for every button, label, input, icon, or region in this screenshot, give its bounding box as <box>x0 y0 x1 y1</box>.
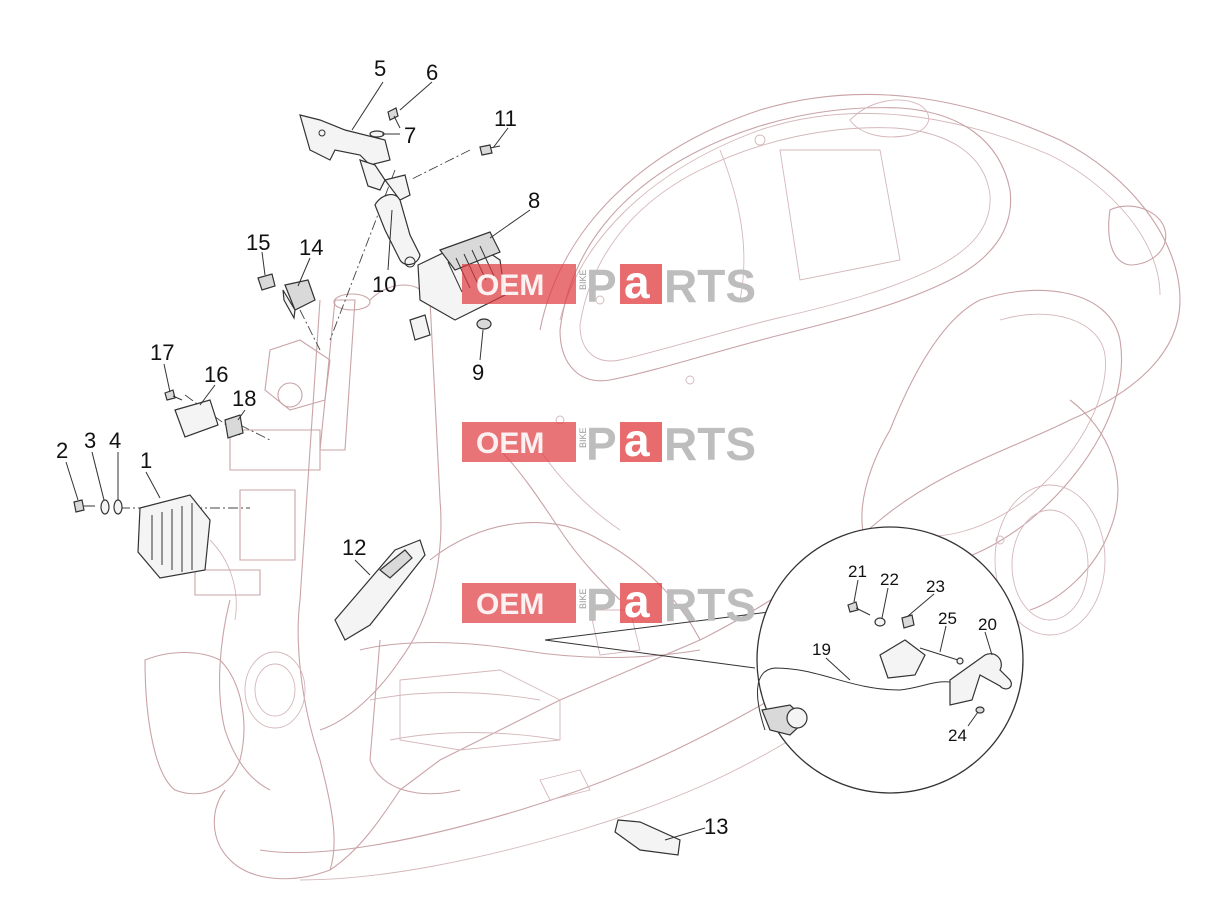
detail-callout-circle <box>756 526 1024 794</box>
leader-lines <box>65 81 993 841</box>
svg-text:BIKE: BIKE <box>578 588 588 609</box>
svg-text:a: a <box>624 575 650 627</box>
callout-6: 6 <box>426 60 438 85</box>
steering-tube <box>194 293 371 596</box>
part-1-rectifier <box>137 494 211 579</box>
svg-text:OEM: OEM <box>476 269 544 302</box>
callout-labels: 5 6 7 11 8 15 14 10 9 17 16 18 2 3 4 1 1… <box>56 56 997 839</box>
part-9-nut <box>476 318 492 330</box>
part-2-bolt <box>73 499 95 513</box>
part-4-washer <box>113 499 123 515</box>
callout-14: 14 <box>299 235 323 260</box>
part-3-washer <box>100 499 110 515</box>
callout-5: 5 <box>374 56 386 81</box>
callout-10: 10 <box>372 272 396 297</box>
callout-12: 12 <box>342 535 366 560</box>
part-6-bolt <box>387 107 401 129</box>
svg-text:RTS: RTS <box>664 579 756 631</box>
callout-22: 22 <box>880 570 899 589</box>
part-16-plate <box>174 399 219 438</box>
part-17-bolt <box>164 389 183 401</box>
part-11-bolt <box>479 144 501 156</box>
callout-16: 16 <box>204 362 228 387</box>
callout-25: 25 <box>938 609 957 628</box>
callout-1: 1 <box>140 448 152 473</box>
callout-24: 24 <box>948 726 967 745</box>
part-10-bracket <box>374 174 421 268</box>
callout-18: 18 <box>232 386 256 411</box>
svg-text:a: a <box>624 256 650 308</box>
svg-text:BIKE: BIKE <box>578 427 588 448</box>
callout-8: 8 <box>528 188 540 213</box>
callout-17: 17 <box>150 340 174 365</box>
part-5-bracket <box>299 114 391 191</box>
callout-3: 3 <box>84 428 96 453</box>
part-12-cover <box>334 539 426 641</box>
part-7-washer <box>369 130 385 138</box>
callout-7: 7 <box>404 123 416 148</box>
svg-text:OEM: OEM <box>476 427 544 460</box>
watermark-logo-2: OEM BIKE P a RTS <box>462 414 756 470</box>
scooter-frame-outline <box>144 93 1181 881</box>
callout-13: 13 <box>704 814 728 839</box>
svg-text:a: a <box>624 414 650 466</box>
callout-11: 11 <box>494 106 517 131</box>
svg-text:OEM: OEM <box>476 588 544 621</box>
watermark-logo-1: OEM BIKE P a RTS <box>462 256 756 312</box>
callout-23: 23 <box>926 577 945 596</box>
callout-15: 15 <box>246 230 270 255</box>
callout-20: 20 <box>978 615 997 634</box>
svg-text:RTS: RTS <box>664 418 756 470</box>
svg-text:P: P <box>586 418 617 470</box>
callout-19: 19 <box>812 640 831 659</box>
watermark-logo-3: OEM BIKE P a RTS <box>462 575 756 631</box>
callout-21: 21 <box>848 562 867 581</box>
svg-text:BIKE: BIKE <box>578 269 588 290</box>
part-14-relay <box>282 279 316 320</box>
part-18-connector <box>224 414 244 439</box>
callout-2: 2 <box>56 438 68 463</box>
part-15-clip <box>257 273 276 291</box>
callout-9: 9 <box>472 360 484 385</box>
part-13-cover <box>614 819 681 856</box>
svg-text:P: P <box>586 260 617 312</box>
svg-text:P: P <box>586 579 617 631</box>
callout-4: 4 <box>109 428 121 453</box>
svg-text:RTS: RTS <box>664 260 756 312</box>
